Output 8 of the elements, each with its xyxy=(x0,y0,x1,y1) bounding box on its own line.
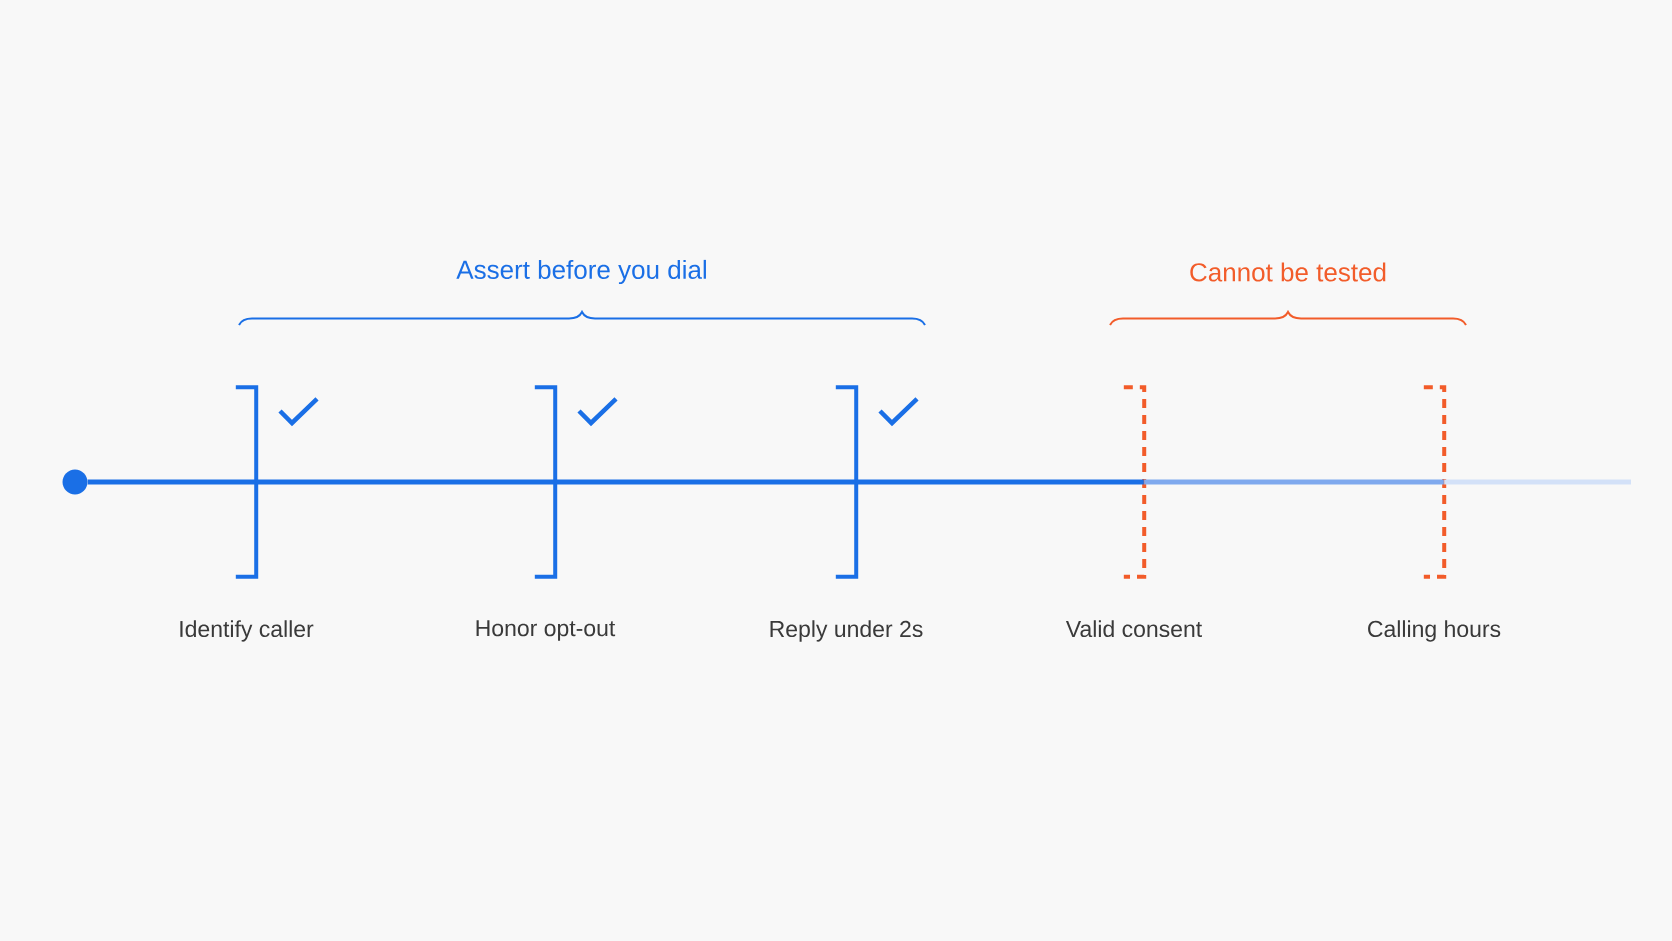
group-heading: Cannot be tested xyxy=(1190,262,1386,282)
checkpoint-bracket: Honor opt-out xyxy=(476,385,616,641)
checkpoint-bracket: Calling hours xyxy=(1368,385,1501,642)
group-heading: Assert before you dial xyxy=(456,259,706,285)
start-dot xyxy=(62,469,88,495)
checkpoint-bracket: Valid consent xyxy=(1065,385,1202,638)
checkpoint-bracket: Identify caller xyxy=(180,385,314,642)
checkpoint-bracket: Reply under 2s xyxy=(770,385,923,642)
